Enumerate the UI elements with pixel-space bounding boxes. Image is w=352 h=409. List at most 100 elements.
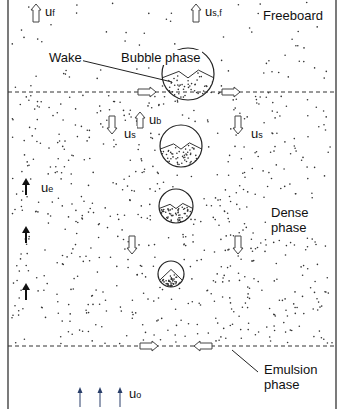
particle: [121, 229, 123, 231]
particle: [232, 99, 234, 101]
particle: [167, 158, 169, 160]
velocity-arrow: [222, 87, 240, 97]
particle: [173, 283, 175, 285]
particle: [50, 24, 52, 26]
particle: [23, 37, 25, 39]
particle: [23, 140, 25, 142]
particle: [325, 291, 327, 293]
particle: [265, 239, 267, 241]
particle: [92, 203, 94, 205]
particle: [316, 26, 318, 28]
particle: [87, 130, 89, 132]
particle: [221, 85, 223, 87]
particle: [173, 283, 175, 285]
particle: [73, 288, 75, 290]
particle: [276, 263, 278, 265]
particle: [242, 172, 244, 174]
emulsion-arrow: [25, 289, 27, 300]
particle: [154, 244, 156, 246]
particle: [252, 168, 254, 170]
particle: [238, 272, 240, 274]
particle: [214, 219, 216, 221]
particle: [293, 303, 295, 305]
particle: [236, 204, 238, 206]
particle: [195, 164, 197, 166]
particle: [137, 214, 139, 216]
region-label: Freeboard: [262, 8, 324, 23]
particle: [310, 287, 312, 289]
particle: [294, 147, 296, 149]
particle: [198, 303, 200, 305]
particle: [252, 260, 254, 262]
particle: [200, 98, 202, 100]
particle: [297, 45, 299, 47]
particle: [82, 330, 84, 332]
label-text: ue: [41, 180, 53, 197]
particle: [329, 146, 331, 148]
particle: [165, 283, 167, 285]
particle: [63, 73, 65, 75]
particle: [199, 99, 201, 101]
particle: [82, 215, 84, 217]
particle: [171, 277, 173, 279]
particle: [247, 329, 249, 331]
particle: [29, 127, 31, 129]
particle: [168, 237, 170, 239]
particle: [77, 136, 79, 138]
particle: [223, 328, 225, 330]
particle: [190, 266, 192, 268]
particle: [126, 335, 128, 337]
particle: [170, 20, 172, 22]
particle: [319, 330, 321, 332]
particle: [62, 263, 64, 265]
particle: [255, 96, 257, 98]
particle: [161, 209, 163, 211]
particle: [255, 334, 257, 336]
particle: [307, 136, 309, 138]
particle: [177, 162, 179, 164]
particle: [75, 221, 77, 223]
particle: [244, 172, 246, 174]
particle: [30, 85, 32, 87]
particle: [257, 247, 259, 249]
particle: [12, 119, 14, 121]
particle: [183, 285, 185, 287]
particle: [163, 151, 165, 153]
particle: [40, 101, 42, 103]
particle: [295, 150, 297, 152]
particle: [20, 258, 22, 260]
particle: [317, 264, 319, 266]
velocity-arrow: [194, 341, 212, 351]
particle: [172, 153, 174, 155]
particle: [90, 247, 92, 249]
particle: [172, 280, 174, 282]
particle: [190, 89, 192, 91]
particle: [92, 295, 94, 297]
particle: [60, 103, 62, 105]
particle: [325, 245, 327, 247]
particle: [186, 161, 188, 163]
leader-line: [232, 350, 258, 372]
particle: [150, 219, 152, 221]
particle: [263, 197, 265, 199]
particle: [307, 246, 309, 248]
particle: [76, 12, 78, 14]
particle: [160, 339, 162, 341]
particle: [189, 85, 191, 87]
particle: [188, 323, 190, 325]
particle: [284, 186, 286, 188]
inlet-arrow: [120, 392, 121, 407]
particle: [205, 85, 207, 87]
particle: [190, 153, 192, 155]
particle: [170, 82, 172, 84]
particle: [71, 183, 73, 185]
particle: [225, 250, 227, 252]
particle: [290, 329, 292, 331]
particle: [16, 193, 18, 195]
region-label: Dense phase: [270, 205, 334, 235]
particle: [27, 165, 29, 167]
particle: [270, 151, 272, 153]
particle: [323, 124, 325, 126]
particle: [106, 119, 108, 121]
particle: [314, 167, 316, 169]
